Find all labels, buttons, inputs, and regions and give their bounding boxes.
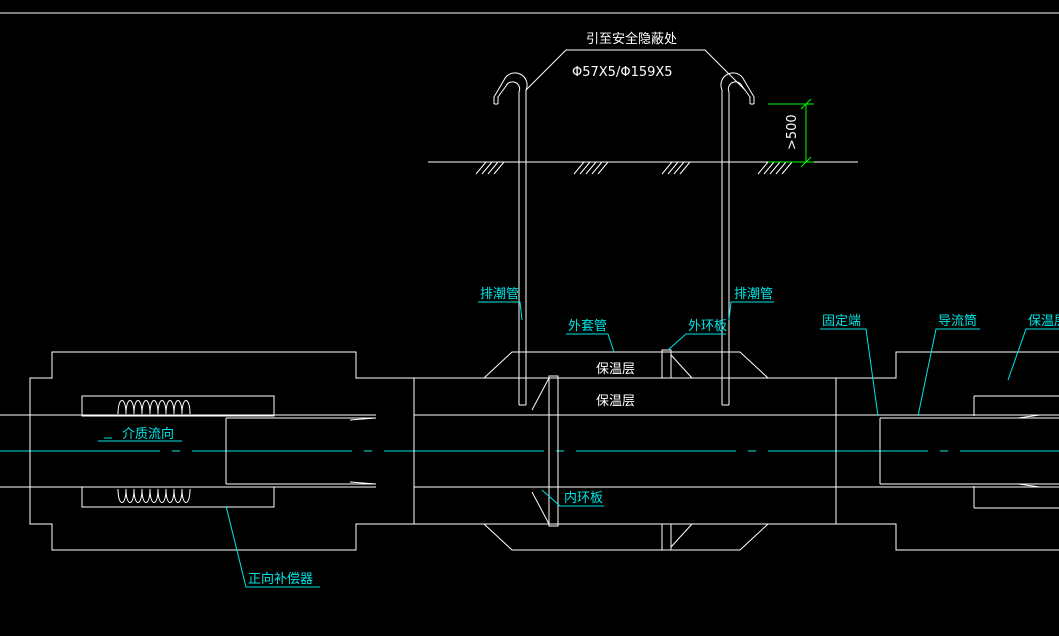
outer-casing-band — [483, 351, 769, 551]
insulation-right-text: 保温层 — [1028, 314, 1059, 329]
label-vent-right: 排潮管 — [728, 287, 774, 321]
outer-casing — [376, 377, 837, 525]
fixed-end-text: 固定端 — [822, 314, 861, 329]
spec-text: Φ57X5/Φ159X5 — [572, 65, 673, 80]
insulation-top-text: 保温层 — [596, 362, 635, 377]
bellows-bottom — [117, 488, 191, 503]
label-outer-ring: 外环板 — [667, 319, 727, 351]
outer-casing-text: 外套管 — [568, 318, 607, 334]
fixed-end-body — [836, 351, 1059, 551]
compensator-text: 正向补偿器 — [248, 571, 313, 587]
vent-left-text: 排潮管 — [480, 287, 519, 302]
title-leader — [525, 49, 746, 91]
outer-ring-text: 外环板 — [688, 319, 727, 334]
compensator-body — [29, 351, 377, 551]
inner-ring-plate — [531, 375, 559, 527]
label-flow-guide: 导流筒 — [917, 313, 980, 417]
outer-ring-plate — [661, 349, 693, 551]
flow-direction-text: 介质流向 — [122, 426, 174, 442]
height-dimension — [768, 98, 814, 168]
label-fixed-end: 固定端 — [820, 314, 879, 417]
insulation-mid-text: 保温层 — [596, 394, 635, 409]
label-outer-casing: 外套管 — [566, 318, 615, 353]
title-text: 引至安全隐蔽处 — [586, 31, 677, 47]
label-insulation-right: 保温层 — [1007, 314, 1059, 381]
vent-pipe-left — [493, 72, 528, 406]
ground-hatch — [475, 161, 793, 175]
label-vent-left: 排潮管 — [478, 287, 523, 321]
label-flow-direction: 介质流向 — [98, 426, 182, 442]
vent-right-text: 排潮管 — [734, 287, 773, 302]
flow-guide-text: 导流筒 — [938, 313, 977, 329]
inner-ring-text: 内环板 — [564, 490, 603, 506]
label-compensator: 正向补偿器 — [225, 505, 320, 588]
vent-pipe-right — [720, 72, 755, 406]
label-inner-ring: 内环板 — [541, 489, 604, 507]
dimension-text: >500 — [785, 114, 800, 150]
bellows-top — [117, 400, 191, 415]
